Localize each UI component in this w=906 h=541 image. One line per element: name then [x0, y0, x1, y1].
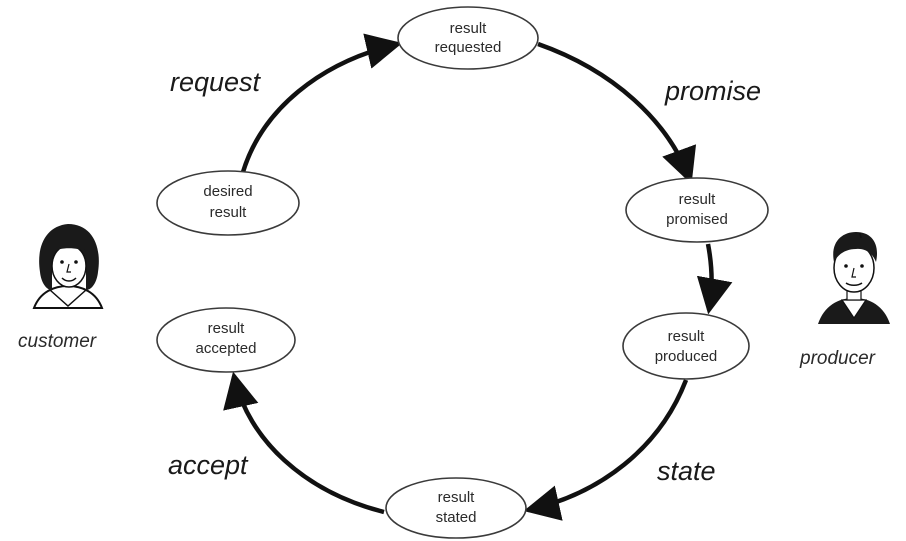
node-result-produced: result produced [622, 312, 750, 380]
actor-label-producer: producer [799, 348, 876, 369]
node-result-produced-line2: produced [655, 348, 718, 365]
node-result-accepted-line1: result [208, 320, 246, 337]
customer-figure-icon [32, 224, 104, 309]
action-label-state: state [657, 456, 716, 486]
action-label-accept: accept [168, 450, 249, 480]
producer-figure-icon [818, 232, 890, 324]
node-result-stated-line2: stated [436, 509, 477, 526]
node-result-promised: result promised [625, 177, 769, 243]
node-result-requested: result requested [397, 6, 539, 70]
node-result-promised-line1: result [679, 191, 717, 208]
arc-request [240, 33, 403, 173]
node-desired-result-line2: result [210, 204, 248, 221]
node-desired-result-line1: desired [203, 183, 252, 200]
node-result-accepted-line2: accepted [196, 340, 257, 357]
node-result-produced-line1: result [668, 328, 706, 345]
arc-produce [696, 243, 733, 315]
arc-state [523, 379, 689, 521]
arc-promise [537, 41, 697, 185]
node-desired-result: desired result [156, 170, 300, 236]
actor-label-customer: customer [18, 331, 97, 352]
node-result-requested-line1: result [450, 20, 488, 37]
node-result-stated: result stated [385, 477, 527, 539]
node-result-stated-line1: result [438, 489, 476, 506]
arc-accept [223, 371, 385, 515]
node-result-accepted: result accepted [156, 307, 296, 373]
action-label-promise: promise [664, 76, 761, 106]
node-result-requested-line2: requested [435, 39, 502, 56]
action-label-request: request [170, 67, 262, 97]
node-result-promised-line2: promised [666, 211, 728, 228]
